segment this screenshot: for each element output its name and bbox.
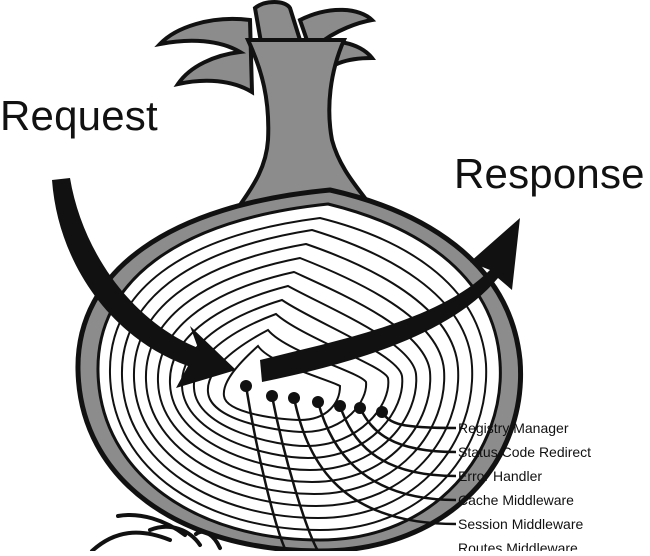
layer-label-routes-middleware: Routes Middleware (458, 540, 578, 551)
layer-label-registry-manager: Registry Manager (458, 420, 569, 436)
layer-dot (312, 396, 324, 408)
request-arrow (52, 178, 236, 388)
layer-dot (266, 390, 278, 402)
onion-neck (236, 38, 374, 207)
layer-dot (354, 402, 366, 414)
layer-dots (240, 380, 388, 418)
layer-label-cache-middleware: Cache Middleware (458, 492, 574, 508)
response-arrow (260, 218, 520, 382)
layer-dot (376, 406, 388, 418)
layer-dot (240, 380, 252, 392)
layer-leaders (244, 385, 457, 552)
request-label: Request (0, 92, 158, 139)
onion-roots (90, 513, 222, 553)
layer-label-session-middleware: Session Middleware (458, 516, 583, 532)
layer-label-status-code-redirect: Status Code Redirect (458, 444, 591, 460)
response-label: Response (454, 150, 645, 197)
layer-dot (288, 392, 300, 404)
layer-label-error-handler: Error Handler (458, 468, 542, 484)
layer-dot (334, 400, 346, 412)
